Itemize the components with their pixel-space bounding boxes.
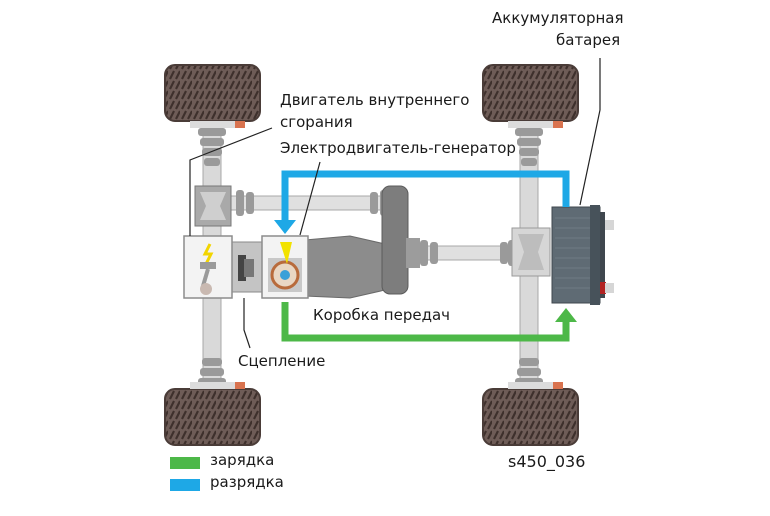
battery-label-line1: Аккумуляторная [492,9,624,27]
discharge-arrowhead [274,220,296,234]
battery [551,205,614,305]
battery-label-line2: батарея [556,31,621,49]
motor-generator-label: Электродвигатель-генератор [280,139,516,157]
tire-rear-right [482,388,579,446]
tire-front-left [164,64,261,122]
gearbox-label: Коробка передач [313,306,451,324]
gearbox-flange [381,185,409,295]
negative-terminal [605,220,614,230]
engine-label-line2: сгорания [280,113,353,131]
gearbox [304,235,386,299]
figure-id: s450_036 [508,452,586,471]
legend-swatch-charge [170,457,200,469]
spark-icon [202,243,214,265]
tire-front-right [164,388,261,446]
piston-icon [200,262,216,269]
legend-label-charge: зарядка [210,451,275,469]
tires [164,64,579,446]
engine-label-line1: Двигатель внутреннего [280,91,470,109]
tire-rear-left [482,64,579,122]
discharge-flow-line [281,170,570,222]
charge-flow-line [281,302,570,342]
legend-swatch-discharge [170,479,200,491]
lightning-icon [280,242,292,264]
legend-label-discharge: разрядка [210,473,284,491]
charge-arrowhead [555,308,577,322]
leader-lines [189,58,601,349]
positive-terminal [605,283,614,293]
clutch-label: Сцепление [238,352,326,370]
